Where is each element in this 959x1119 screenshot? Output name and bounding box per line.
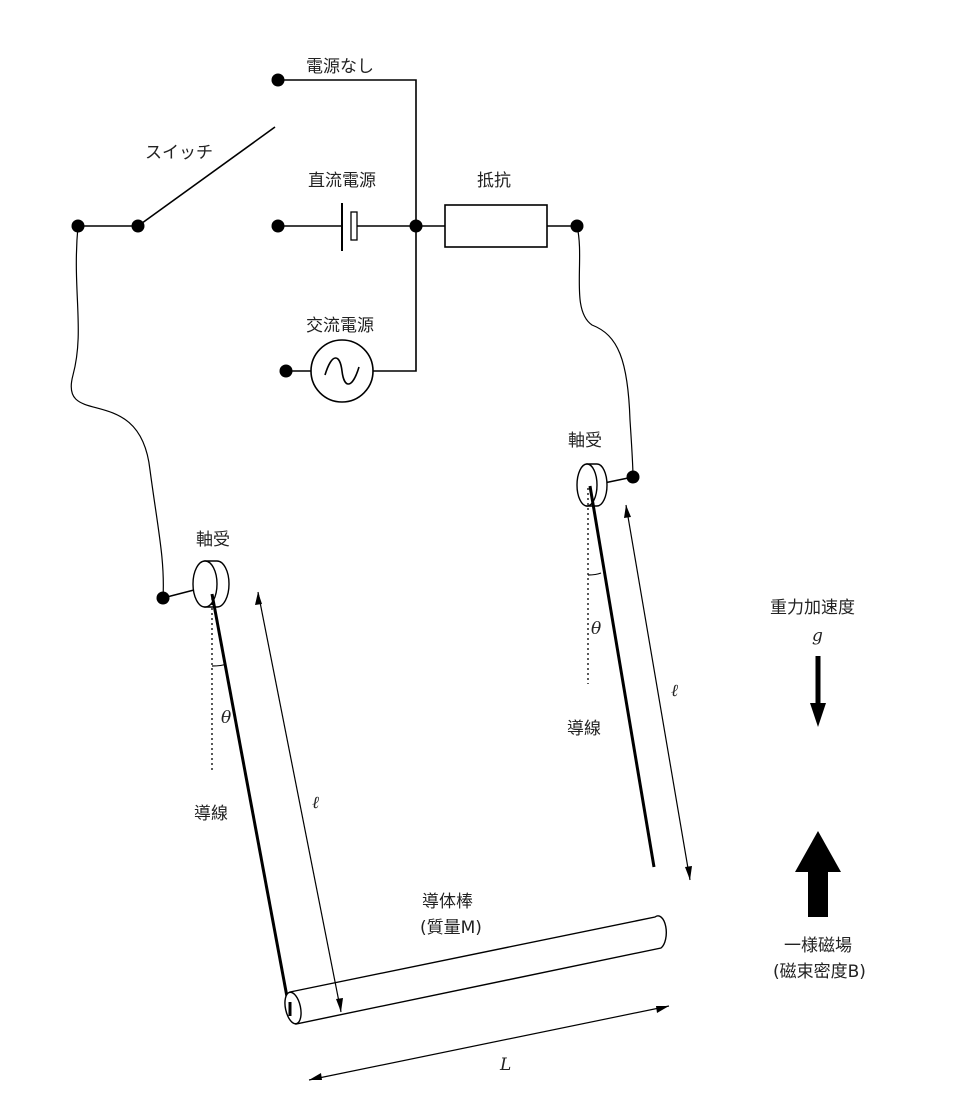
right-dim-arrowhead-bottom bbox=[685, 866, 692, 880]
right-dim-arrowhead-top bbox=[624, 505, 631, 518]
no-power-label: 電源なし bbox=[306, 57, 374, 77]
ac-return-wire bbox=[373, 226, 417, 372]
left-flex-wire bbox=[70, 225, 164, 599]
gravity-label: 重力加速度 bbox=[770, 598, 855, 618]
right-bearing-lead bbox=[603, 476, 634, 484]
right-hanging-wire bbox=[588, 485, 656, 868]
left-theta-label: θ bbox=[221, 708, 231, 728]
left-angle-arc bbox=[211, 663, 227, 667]
rod-length-label: L bbox=[499, 1055, 511, 1075]
left-dim-arrowhead-top bbox=[255, 592, 262, 605]
switch-lever bbox=[137, 126, 276, 227]
right-wire-label: 導線 bbox=[567, 719, 601, 739]
field-density-label: (磁束密度B) bbox=[773, 962, 866, 982]
ac-source-label: 交流電源 bbox=[306, 316, 374, 336]
resistor-label: 抵抗 bbox=[477, 171, 511, 191]
left-bearing-lead bbox=[162, 589, 195, 599]
no-power-branch-wire bbox=[278, 79, 417, 226]
right-angle-arc bbox=[587, 572, 602, 576]
left-length-dimension-line bbox=[257, 591, 342, 1013]
switch-label: スイッチ bbox=[145, 143, 213, 163]
rod-length-dimension-line bbox=[308, 1005, 670, 1081]
gravity-symbol-label: g bbox=[812, 626, 823, 646]
left-dim-arrowhead-bottom bbox=[336, 998, 343, 1012]
rod-mass-label: (質量M) bbox=[420, 918, 482, 938]
dc-source-label: 直流電源 bbox=[308, 171, 376, 191]
left-wire-label: 導線 bbox=[194, 804, 228, 824]
switch-pivot-terminal bbox=[131, 219, 145, 233]
right-bearing-face bbox=[576, 463, 598, 507]
right-ell-label: ℓ bbox=[671, 681, 678, 701]
right-flex-wire bbox=[576, 225, 634, 478]
ac-wave-icon bbox=[324, 357, 360, 385]
resistor-symbol bbox=[444, 204, 548, 248]
field-label: 一様磁場 bbox=[784, 936, 852, 956]
dc-short-plate bbox=[350, 211, 358, 241]
left-bearing-label: 軸受 bbox=[196, 530, 230, 550]
conductor-rod-body bbox=[289, 915, 668, 1025]
right-length-dimension-line bbox=[625, 504, 691, 881]
right-theta-label: θ bbox=[591, 619, 601, 639]
right-bearing-label: 軸受 bbox=[568, 431, 602, 451]
gravity-arrow-icon bbox=[810, 703, 826, 727]
rod-dim-arrowhead-right bbox=[656, 1006, 669, 1013]
left-ell-label: ℓ bbox=[312, 793, 319, 813]
rod-label: 導体棒 bbox=[422, 892, 473, 912]
field-arrow-shaft bbox=[808, 870, 828, 917]
rod-dim-arrowhead-left bbox=[309, 1073, 322, 1080]
field-arrow-icon bbox=[795, 831, 841, 872]
